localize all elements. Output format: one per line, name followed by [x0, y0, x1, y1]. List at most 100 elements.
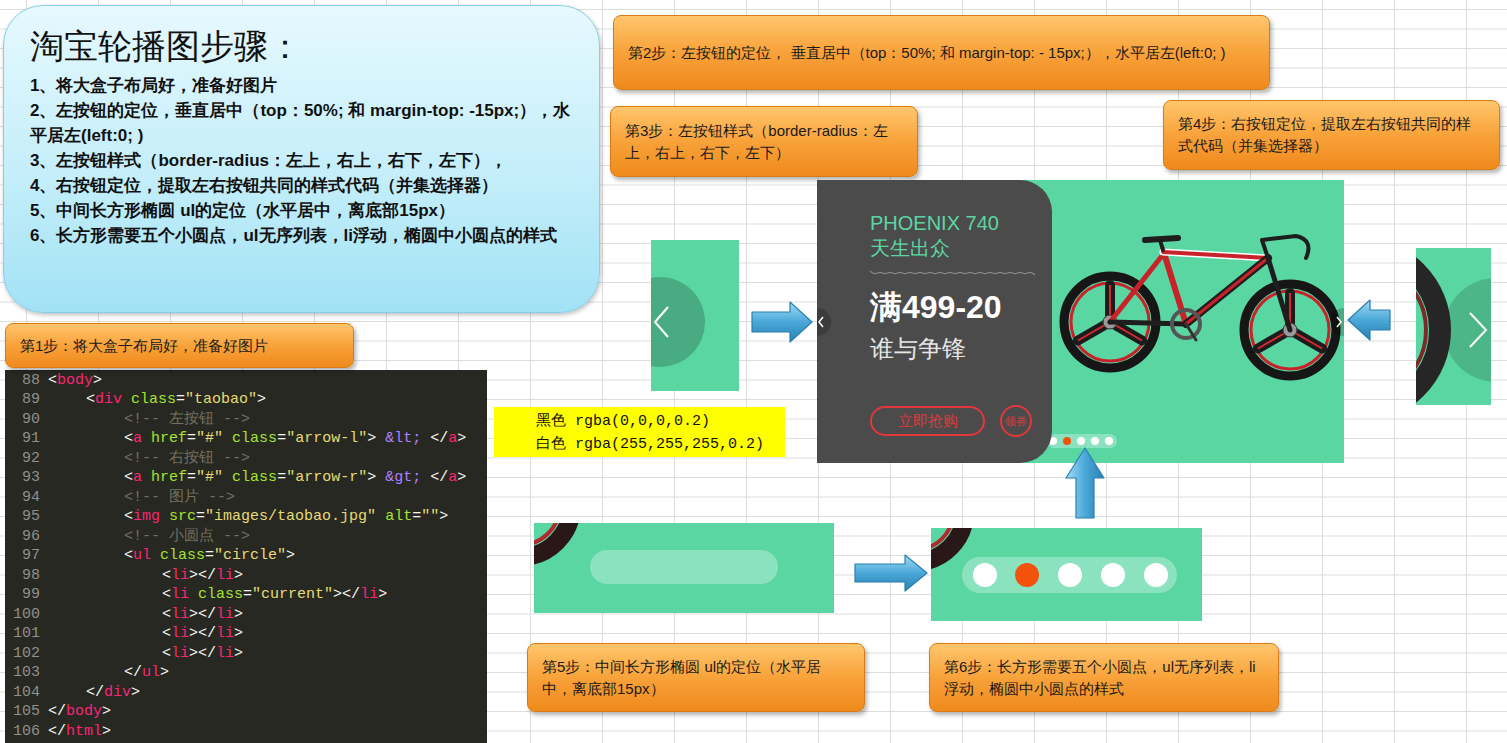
dots-strip-before [534, 523, 572, 557]
right-button-zoom [1276, 248, 1507, 412]
banner-text: 谁与争锋 [870, 333, 1052, 365]
code-token [223, 430, 232, 447]
dots-strip-after [973, 563, 997, 587]
dots-strip-after [931, 528, 965, 562]
line-number: 91 [5, 429, 40, 449]
code-token: < [48, 372, 57, 389]
code-row: 99<li class="current"></li> [5, 585, 387, 605]
code-token: li [360, 586, 378, 603]
code-line: <a href="#" class="arrow-r"> &gt; </a> [124, 468, 466, 488]
code-row: 90<!-- 左按钮 --> [5, 410, 250, 430]
code-row: 106</html> [5, 722, 111, 742]
code-row: 102<li></li> [5, 644, 243, 664]
panel-decoration [817, 308, 831, 336]
code-token: "arrow-l" [286, 430, 367, 447]
code-row: 96<!-- 小圆点 --> [5, 527, 250, 547]
carousel-banner [817, 180, 1344, 463]
code-token: > [102, 703, 111, 720]
code-token: > [189, 625, 198, 642]
step-callout: 第2步：左按钮的定位， 垂直居中（top：50%; 和 margin-top: … [613, 15, 1270, 90]
code-line: <ul class="circle"> [124, 546, 295, 566]
dots-strip-before [590, 550, 778, 584]
banner-text: 天生出众 [870, 235, 1052, 261]
banner-text: 满499-20 [870, 287, 1052, 327]
bike-frame [1163, 252, 1268, 258]
code-row: 93<a href="#" class="arrow-r"> &gt; </a> [5, 468, 466, 488]
code-line: </ul> [124, 663, 169, 683]
right-button-zoom [1416, 262, 1426, 398]
code-token: = [277, 469, 286, 486]
right-button-zoom [1444, 278, 1491, 382]
code-line: <a href="#" class="arrow-l"> &lt; </a> [124, 429, 466, 449]
code-token: </ [48, 723, 66, 740]
code-line: <li class="current"></li> [162, 585, 387, 605]
code-token: a [133, 469, 142, 486]
callout-text: 第6步：长方形需要五个小圆点，ul无序列表，li浮动，椭圆中小圆点的样式 [944, 656, 1264, 700]
block-arrows [1066, 448, 1104, 518]
code-token: href [151, 430, 187, 447]
line-number: 95 [5, 507, 40, 527]
code-token: div [95, 391, 122, 408]
code-token: < [162, 625, 171, 642]
line-number: 92 [5, 449, 40, 469]
code-token: = [277, 430, 286, 447]
line-number: 89 [5, 390, 40, 410]
code-token [151, 547, 160, 564]
code-token: </ [124, 664, 142, 681]
banner-text: PHOENIX 740 [870, 211, 1052, 235]
code-token: > [189, 606, 198, 623]
code-token: "" [421, 508, 439, 525]
panel-decoration [870, 271, 1035, 275]
code-line: </div> [86, 683, 140, 703]
button-text: 立即抢购 [898, 411, 958, 431]
code-token: > [333, 586, 342, 603]
dots-strip-after [865, 462, 1202, 621]
code-token: > [93, 372, 102, 389]
panel-decoration [819, 317, 823, 327]
carousel-banner [1077, 437, 1085, 445]
code-token: src [169, 508, 196, 525]
bike-frame [1145, 238, 1178, 240]
line-number: 99 [5, 585, 40, 605]
code-token: <!-- 右按钮 --> [124, 450, 250, 467]
code-token: > [160, 664, 169, 681]
code-token: > [234, 645, 243, 662]
code-line: <li></li> [162, 605, 243, 625]
code-line: </body> [48, 702, 111, 722]
code-token: = [187, 469, 196, 486]
code-token: a [448, 430, 457, 447]
code-token: </ [198, 625, 216, 642]
code-line: <body> [48, 371, 102, 391]
color-note: 黑色 rgba(0,0,0,0.2) [536, 410, 785, 433]
code-token: body [57, 372, 93, 389]
code-token: <!-- 小圆点 --> [124, 528, 250, 545]
callout-text: 第5步：中间长方形椭圆 ul的定位（水平居中，离底部15px） [542, 656, 850, 700]
code-token: < [124, 430, 133, 447]
code-token [376, 430, 385, 447]
coupon-text: 领券 [1005, 415, 1027, 427]
dots-strip-before [534, 523, 560, 545]
dots-strip-before [534, 523, 572, 557]
code-token: </ [430, 430, 448, 447]
step-callout: 第6步：长方形需要五个小圆点，ul无序列表，li浮动，椭圆中小圆点的样式 [929, 643, 1279, 712]
right-button-zoom [1416, 248, 1440, 405]
code-token: < [124, 508, 133, 525]
code-token: > [367, 430, 376, 447]
line-number: 103 [5, 663, 40, 683]
callout-text: 第3步：左按钮样式（border-radius：左上，右上，右下，左下） [625, 120, 903, 164]
code-line: <img src="images/taobao.jpg" alt=""> [124, 507, 448, 527]
callout-text: 第4步：右按钮定位，提取左右按钮共同的样式代码（并集选择器） [1178, 113, 1485, 157]
steps-title: 淘宝轮播图步骤： [30, 26, 577, 67]
code-row: 94<!-- 图片 --> [5, 488, 235, 508]
code-token: li [171, 625, 189, 642]
dots-strip-after [931, 528, 965, 562]
code-token: </ [198, 567, 216, 584]
code-token: html [66, 723, 102, 740]
bike-wheels [1064, 276, 1336, 376]
bike-frame [1110, 252, 1165, 322]
bike-frame [1163, 252, 1268, 258]
code-token: > [439, 508, 448, 525]
code-token: = [243, 586, 252, 603]
color-note: 白色 rgba(255,255,255,0.2) [536, 433, 785, 456]
